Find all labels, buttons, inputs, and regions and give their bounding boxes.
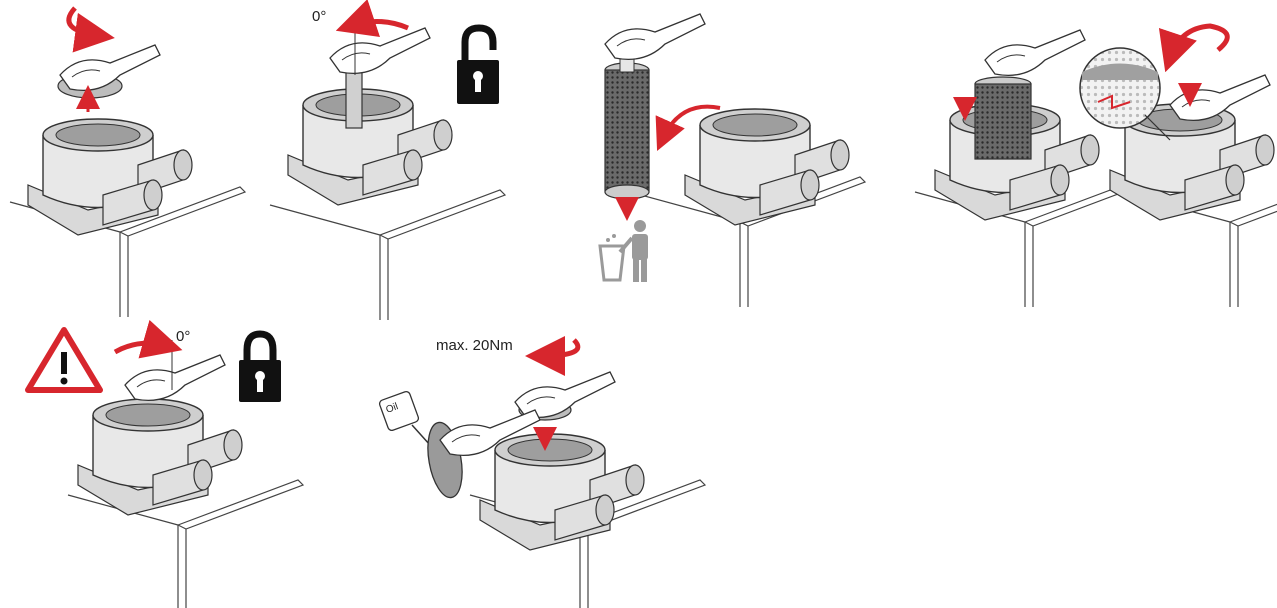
step-2-unlock xyxy=(270,21,505,320)
hand xyxy=(330,28,430,73)
rotate-arrow xyxy=(540,340,578,356)
step-5-lock xyxy=(28,330,303,608)
unlocked-padlock-icon xyxy=(457,28,499,104)
torque-label: max. 20Nm xyxy=(436,337,513,354)
filter-element xyxy=(605,50,649,199)
angle-label-step2: 0° xyxy=(312,8,326,25)
hand xyxy=(605,14,705,59)
oil-bottle-icon xyxy=(378,390,430,445)
rotate-arrow xyxy=(115,343,168,352)
filter-housing xyxy=(685,109,849,225)
hand xyxy=(515,372,615,417)
filter-housing xyxy=(288,89,452,205)
filter-handle xyxy=(346,70,362,128)
step-3-remove-filter xyxy=(600,14,865,307)
table-edge xyxy=(270,190,505,320)
hand xyxy=(60,45,160,90)
filter-housing xyxy=(78,399,242,515)
warning-icon xyxy=(28,330,100,390)
hand xyxy=(125,355,225,400)
trash-bin-icon xyxy=(600,234,624,280)
step-1-unscrew-cap xyxy=(10,8,245,317)
filter-housing xyxy=(28,119,192,235)
filter-element xyxy=(975,77,1031,159)
rotate-arrow xyxy=(1170,26,1227,58)
hand xyxy=(1170,75,1270,120)
rotate-arrow xyxy=(350,21,408,28)
locked-padlock-icon xyxy=(239,334,281,402)
detail-magnifier xyxy=(1080,48,1170,140)
rotate-arrow xyxy=(69,8,100,36)
filter-housing xyxy=(480,434,644,550)
step-4-insert-filter xyxy=(915,26,1277,307)
angle-label-step5: 0° xyxy=(176,328,190,345)
step-6-oil-and-tighten xyxy=(378,340,705,608)
hand xyxy=(985,30,1085,75)
